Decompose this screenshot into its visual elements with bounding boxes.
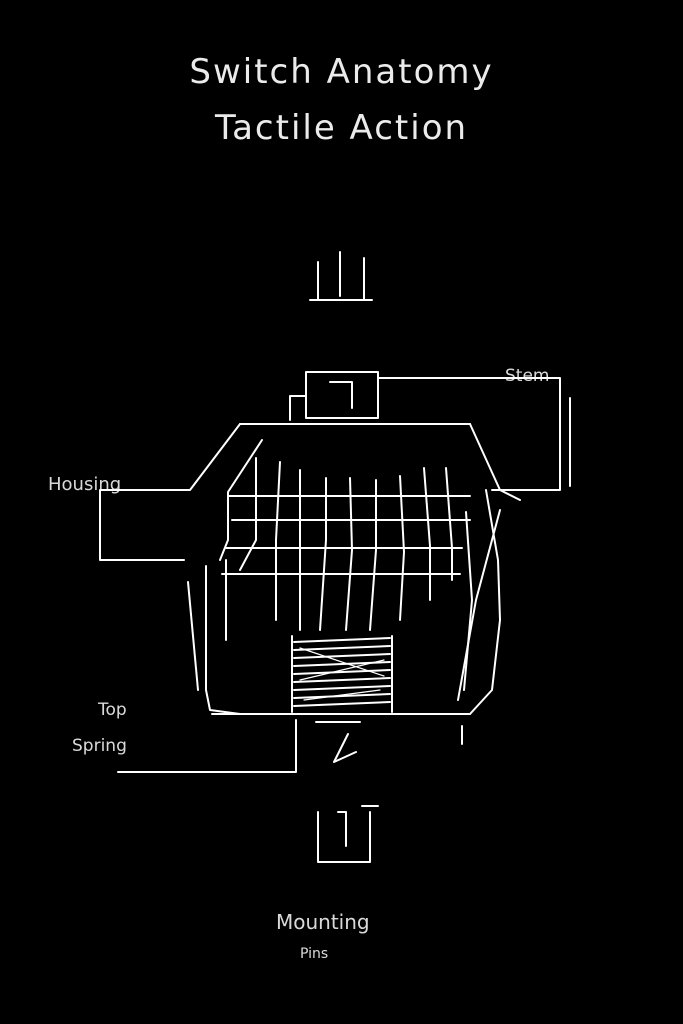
spring-callout — [117, 719, 297, 773]
top-cap-inner — [329, 381, 353, 409]
spring-coil-3 — [293, 653, 391, 659]
housing-left-rail-2 — [187, 581, 199, 691]
channel-1 — [239, 457, 257, 571]
housing-upper-right — [469, 423, 521, 501]
spring-coil-5 — [293, 669, 391, 675]
channel-5 — [345, 477, 353, 631]
diagram-title-line-2: Tactile Action — [214, 108, 469, 148]
label-top-line: Top — [98, 700, 127, 720]
spring-coil-6 — [293, 677, 391, 683]
spring-coil-x2 — [299, 659, 385, 681]
diagram-title-line-1: Switch Anatomy — [189, 52, 494, 92]
housing-upper-left — [99, 423, 241, 561]
spring-coil-x1 — [299, 647, 385, 677]
housing-right-inner — [463, 511, 473, 691]
pin-inner — [337, 811, 347, 847]
channel-9 — [445, 467, 453, 581]
stem-callout — [377, 377, 561, 491]
channel-6 — [369, 479, 377, 631]
spring-coil-9 — [293, 701, 391, 707]
housing-right-diag — [457, 509, 501, 701]
label-mounting: Mounting — [276, 910, 370, 934]
spring-coil-8 — [293, 693, 391, 699]
pin-frame — [317, 811, 371, 863]
channel-4 — [319, 477, 327, 631]
housing-left-rail — [205, 565, 241, 715]
label-pins: Pins — [300, 946, 329, 962]
housing-left-inner — [219, 439, 263, 561]
housing-right-edge — [469, 489, 501, 715]
spring-coil-x3 — [303, 689, 381, 701]
channel-2 — [275, 461, 281, 621]
label-spring: Spring — [72, 736, 127, 756]
label-stem: Stem — [505, 366, 550, 386]
top-cap-divider — [289, 395, 307, 421]
top-cap — [305, 371, 379, 419]
pin-arrow — [333, 733, 357, 763]
spring-coil-2 — [293, 645, 391, 651]
spring-coil-1 — [293, 637, 391, 643]
channel-7 — [399, 475, 405, 621]
spring-coil-7 — [293, 685, 391, 691]
channel-8 — [423, 467, 431, 601]
